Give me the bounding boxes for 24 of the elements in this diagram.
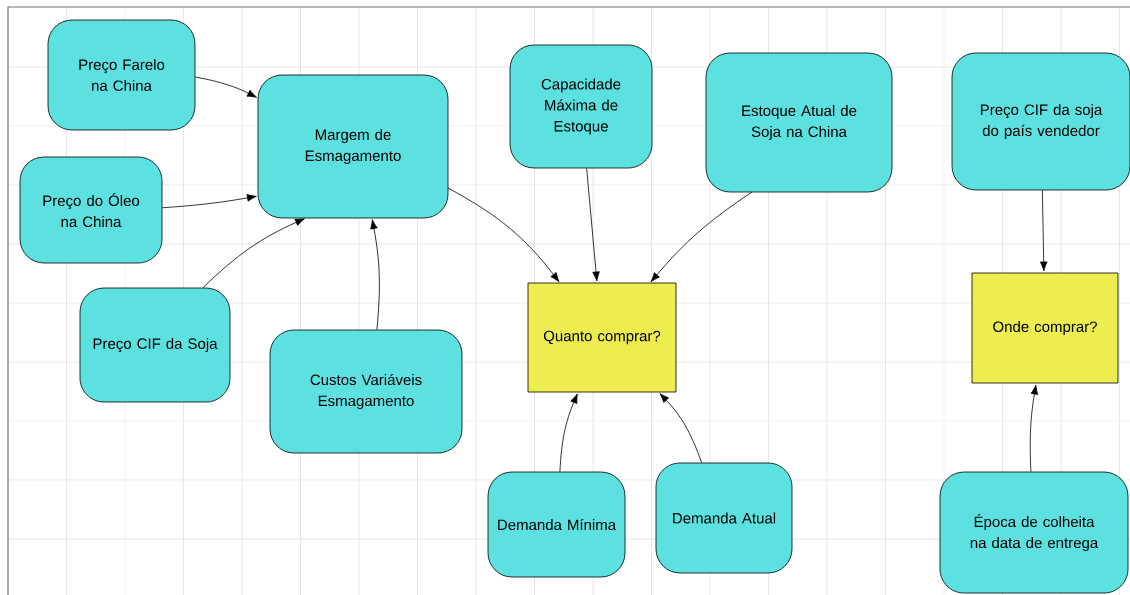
- arrow: [650, 191, 753, 283]
- rounded-box: Margem de Esmagamento: [257, 74, 449, 219]
- rounded-box: Demanda Atual: [655, 462, 793, 574]
- arrow: [447, 187, 560, 283]
- arrow: [195, 76, 257, 98]
- rounded-box: Preço CIF da Soja: [79, 287, 231, 403]
- square-box: Onde comprar?: [971, 272, 1119, 384]
- arrow: [162, 194, 257, 209]
- arrow: [370, 219, 380, 330]
- arrow: [586, 168, 600, 282]
- arrow: [559, 393, 578, 472]
- rounded-box: Custos Variáveis Esmagamento: [269, 329, 463, 454]
- rounded-box: Preço CIF da soja do país vendedor: [951, 52, 1130, 191]
- arrow: [1029, 384, 1039, 472]
- rounded-box: Estoque Atual de Soja na China: [705, 52, 893, 193]
- rounded-box: Preço Farelo na China: [47, 19, 196, 131]
- rounded-box: Preço do Óleo na China: [19, 156, 163, 264]
- arrow: [202, 218, 305, 288]
- square-box: Quanto comprar?: [527, 282, 677, 393]
- arrow: [1040, 190, 1048, 272]
- rounded-box: Época de colheita na data de entrega: [939, 471, 1129, 594]
- rounded-box: Demanda Mínima: [487, 471, 626, 578]
- arrow: [659, 393, 702, 463]
- rounded-box: Capacidade Máxima de Estoque: [509, 44, 653, 169]
